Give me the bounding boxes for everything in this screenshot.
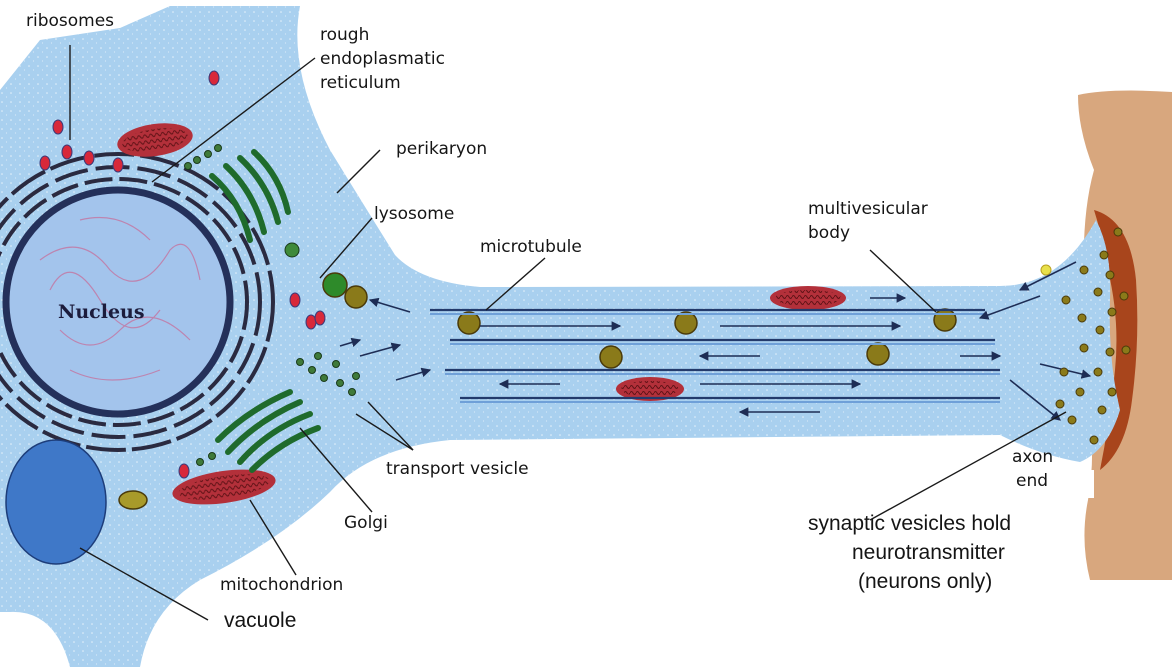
- label-rough-er-3: reticulum: [320, 73, 401, 93]
- label-lysosome: lysosome: [374, 204, 454, 224]
- label-axon-end-1: axon: [1012, 447, 1053, 467]
- label-multivesicular-2: body: [808, 223, 850, 243]
- label-vacuole: vacuole: [224, 609, 296, 632]
- label-axon-end-2: end: [1016, 471, 1048, 491]
- vacuole: [6, 440, 106, 564]
- label-microtubule: microtubule: [480, 237, 582, 257]
- label-synaptic-1: synaptic vesicles hold: [808, 512, 1011, 535]
- nucleus-label: Nucleus: [58, 301, 145, 323]
- label-perikaryon: perikaryon: [396, 139, 487, 159]
- label-synaptic-3: (neurons only): [858, 570, 992, 593]
- label-transport-vesicle: transport vesicle: [386, 459, 529, 479]
- label-golgi: Golgi: [344, 513, 388, 533]
- label-multivesicular-1: multivesicular: [808, 199, 928, 219]
- label-rough-er-2: endoplasmatic: [320, 49, 445, 69]
- label-rough-er-1: rough: [320, 25, 369, 45]
- label-synaptic-2: neurotransmitter: [852, 541, 1005, 564]
- label-ribosomes: ribosomes: [26, 11, 114, 31]
- label-mitochondrion: mitochondrion: [220, 575, 343, 595]
